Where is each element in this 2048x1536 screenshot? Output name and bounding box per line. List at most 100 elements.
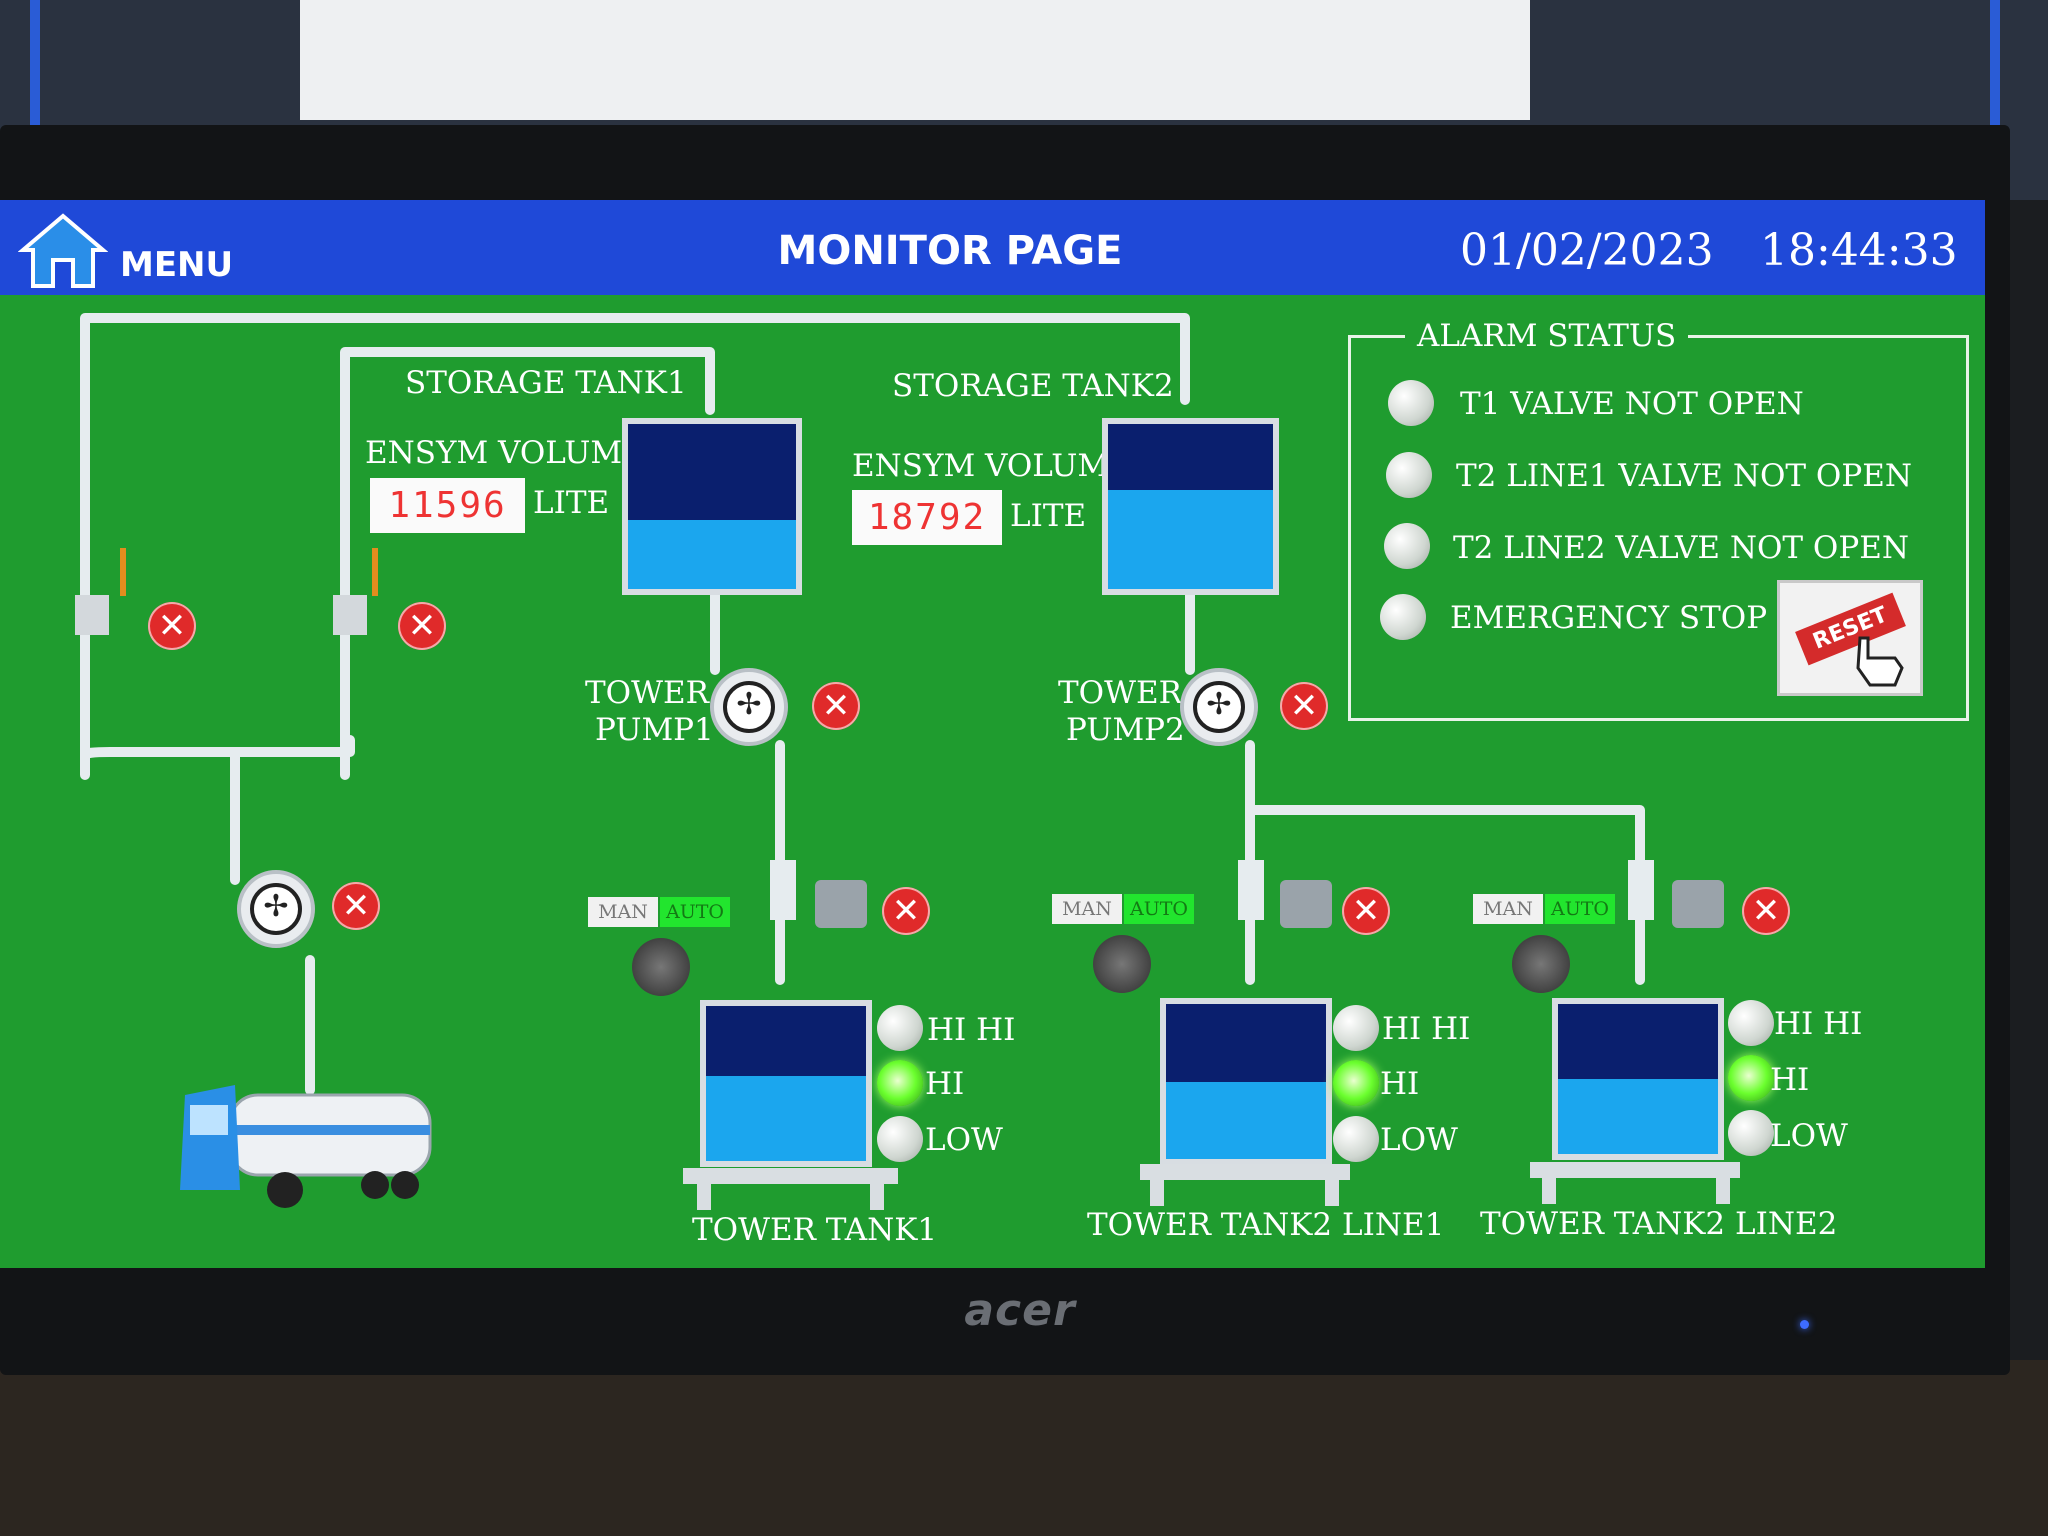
alarm-lamp-t2-line1 bbox=[1386, 452, 1432, 498]
storage-tank1-label: STORAGE TANK1 bbox=[405, 365, 687, 401]
tower-pump1-label-line2: PUMP1 bbox=[595, 712, 714, 748]
fan-icon: ✢ bbox=[723, 681, 775, 733]
pump-status-x-icon[interactable]: ✕ bbox=[332, 882, 380, 930]
storage-tank1 bbox=[622, 418, 802, 595]
ensym-volume-label: ENSYM VOLUME bbox=[852, 448, 1132, 484]
manual-valve-icon bbox=[75, 595, 109, 635]
motor-valve-icon bbox=[770, 860, 796, 920]
tank1-low-lamp bbox=[877, 1116, 923, 1162]
tank-stand-leg bbox=[697, 1184, 711, 1210]
power-led bbox=[1800, 1320, 1809, 1329]
mode-man-label[interactable]: MAN bbox=[588, 897, 658, 927]
ensym-volume-label: ENSYM VOLUME bbox=[365, 435, 645, 471]
valve3-status-x-icon[interactable]: ✕ bbox=[1742, 887, 1790, 935]
tank-stand bbox=[683, 1168, 898, 1184]
line1-low-lamp bbox=[1333, 1116, 1379, 1162]
storage-tank2 bbox=[1102, 418, 1279, 595]
line2-low-label: LOW bbox=[1770, 1118, 1848, 1154]
line1-hi-label: HI bbox=[1380, 1066, 1420, 1102]
mode-selector-knob[interactable] bbox=[1512, 935, 1570, 993]
tank-stand-leg bbox=[1150, 1180, 1164, 1206]
mode-man-label[interactable]: MAN bbox=[1052, 894, 1122, 924]
valve-handle-icon bbox=[372, 548, 378, 596]
mode-man-label[interactable]: MAN bbox=[1473, 894, 1543, 924]
tower-pump1-icon[interactable]: ✢ bbox=[710, 668, 788, 746]
tank-level-fill bbox=[1166, 1081, 1326, 1159]
line2-low-lamp bbox=[1728, 1110, 1774, 1156]
line1-hihi-label: HI HI bbox=[1382, 1011, 1471, 1047]
tank1-hi-label: HI bbox=[925, 1066, 965, 1102]
valve-status-x-icon[interactable]: ✕ bbox=[148, 602, 196, 650]
manual-valve-icon bbox=[333, 595, 367, 635]
tank-stand-leg bbox=[1542, 1178, 1556, 1204]
tank-level-fill bbox=[628, 519, 796, 589]
home-icon[interactable] bbox=[17, 210, 109, 290]
blue-cable bbox=[1990, 0, 2000, 160]
line2-hi-label: HI bbox=[1770, 1062, 1810, 1098]
storage-tank2-label: STORAGE TANK2 bbox=[892, 368, 1174, 404]
truck-icon bbox=[180, 1085, 432, 1208]
mode-selector-knob[interactable] bbox=[632, 938, 690, 996]
paper-sheet bbox=[300, 0, 1530, 120]
tower-tank2-line1 bbox=[1160, 998, 1332, 1165]
alarm-emergency-stop-label: EMERGENCY STOP bbox=[1450, 600, 1768, 636]
valve-status-x-icon[interactable]: ✕ bbox=[398, 602, 446, 650]
valve1-status-x-icon[interactable]: ✕ bbox=[882, 887, 930, 935]
date-display: 01/02/2023 bbox=[1460, 225, 1714, 276]
hand-pointer-icon bbox=[1856, 636, 1904, 687]
tower-pump2-label-line2: PUMP2 bbox=[1066, 712, 1185, 748]
alarm-t2-line1-label: T2 LINE1 VALVE NOT OPEN bbox=[1456, 458, 1912, 494]
tank1-hihi-lamp bbox=[877, 1005, 923, 1051]
tank1-hi-lamp bbox=[877, 1060, 923, 1106]
tower-tank2-line2 bbox=[1552, 998, 1724, 1160]
tank-level-fill bbox=[1558, 1079, 1718, 1154]
header-bar bbox=[0, 200, 1985, 295]
time-display: 18:44:33 bbox=[1760, 225, 1958, 276]
line1-low-label: LOW bbox=[1380, 1122, 1458, 1158]
alarm-lamp-t2-line2 bbox=[1384, 523, 1430, 569]
valve-handle-icon bbox=[120, 548, 126, 596]
tower-pump2-icon[interactable]: ✢ bbox=[1180, 668, 1258, 746]
tank-stand bbox=[1530, 1162, 1740, 1178]
actuator-icon bbox=[815, 880, 867, 928]
tank1-low-label: LOW bbox=[925, 1122, 1003, 1158]
monitor-brand: acer bbox=[964, 1285, 1076, 1336]
fan-icon: ✢ bbox=[1193, 681, 1245, 733]
mode-auto-label[interactable]: AUTO bbox=[660, 897, 730, 927]
desk bbox=[0, 1360, 2048, 1536]
tank-level-fill bbox=[1108, 490, 1273, 589]
tank-stand-leg bbox=[1325, 1180, 1339, 1206]
pump1-status-x-icon[interactable]: ✕ bbox=[812, 682, 860, 730]
pipe-network bbox=[80, 313, 1645, 1208]
tower-tank1-label: TOWER TANK1 bbox=[692, 1212, 938, 1248]
tank1-hihi-label: HI HI bbox=[927, 1012, 1016, 1048]
page-title: MONITOR PAGE bbox=[777, 228, 1123, 274]
mode-auto-label[interactable]: AUTO bbox=[1545, 894, 1615, 924]
transfer-pump-icon[interactable]: ✢ bbox=[237, 870, 315, 948]
tower-pump2-label-line1: TOWER bbox=[1058, 675, 1182, 711]
actuator-icon bbox=[1672, 880, 1724, 928]
pump2-status-x-icon[interactable]: ✕ bbox=[1280, 682, 1328, 730]
hmi-screen: MENU MONITOR PAGE 01/02/2023 18:44:33 ✕ … bbox=[0, 200, 1985, 1268]
storage-tank2-volume: 18792 bbox=[852, 490, 1002, 545]
alarm-t2-line2-label: T2 LINE2 VALVE NOT OPEN bbox=[1453, 530, 1909, 566]
reset-button[interactable]: RESET bbox=[1777, 580, 1923, 696]
alarm-lamp-t1 bbox=[1388, 380, 1434, 426]
tower-tank1 bbox=[700, 1000, 872, 1167]
tower-tank2-line2-label: TOWER TANK2 LINE2 bbox=[1480, 1206, 1838, 1242]
line2-hihi-lamp bbox=[1728, 1000, 1774, 1046]
motor-valve-icon bbox=[1238, 860, 1264, 920]
mode-auto-label[interactable]: AUTO bbox=[1124, 894, 1194, 924]
valve2-status-x-icon[interactable]: ✕ bbox=[1342, 887, 1390, 935]
tank-stand-leg bbox=[870, 1184, 884, 1210]
volume-unit: LITE bbox=[1010, 498, 1087, 534]
storage-tank1-volume: 11596 bbox=[370, 478, 525, 533]
menu-button[interactable]: MENU bbox=[120, 245, 234, 285]
line2-hihi-label: HI HI bbox=[1774, 1006, 1863, 1042]
line2-hi-lamp bbox=[1728, 1055, 1774, 1101]
tower-pump1-label-line1: TOWER bbox=[585, 675, 709, 711]
line1-hihi-lamp bbox=[1333, 1005, 1379, 1051]
volume-unit: LITE bbox=[533, 485, 610, 521]
alarm-status-title: ALARM STATUS bbox=[1405, 318, 1689, 354]
mode-selector-knob[interactable] bbox=[1093, 935, 1151, 993]
